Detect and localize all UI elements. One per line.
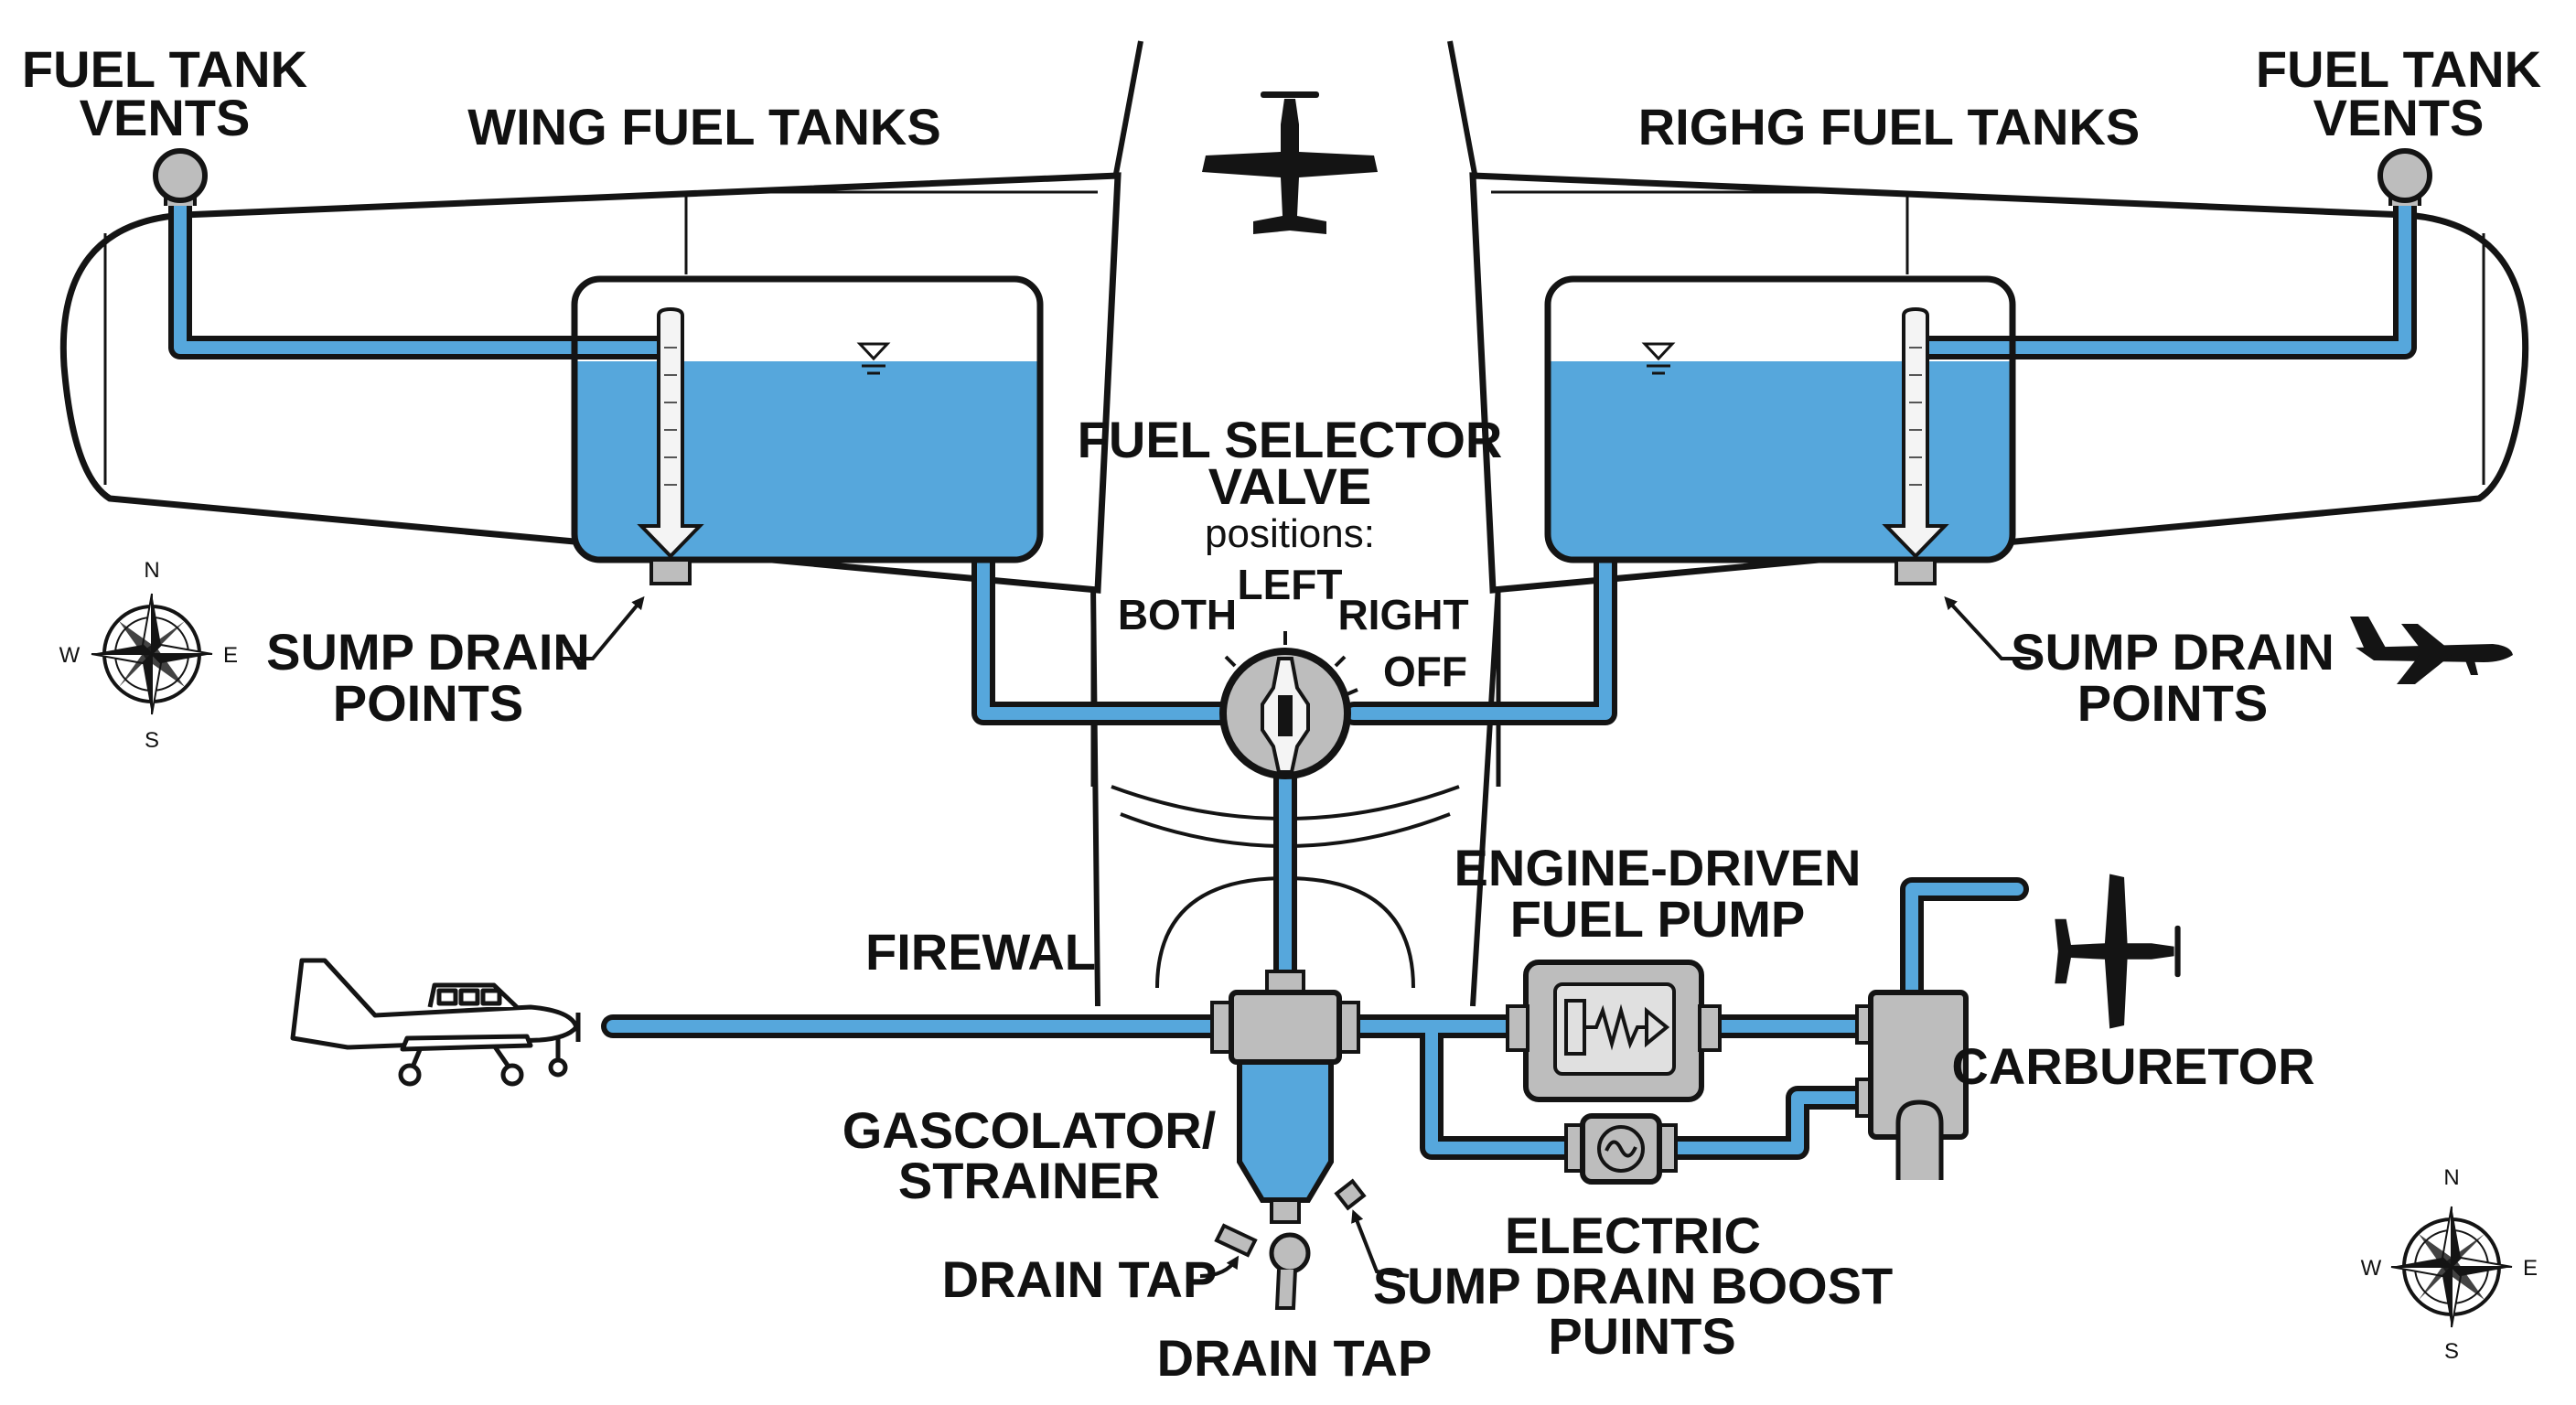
engine-pump-label-1: ENGINE-DRIVEN — [1454, 839, 1862, 896]
airplane-top-icon — [2055, 874, 2181, 1029]
electric-pump-label-2: SUMP DRAIN BOOST — [1373, 1257, 1893, 1314]
fuel-selector-valve[interactable] — [1219, 631, 1358, 779]
selector-ticks — [1224, 631, 1358, 697]
drain-tap-label-2: DRAIN TAP — [1157, 1329, 1433, 1387]
left-tank-vent — [153, 148, 208, 206]
sump-left-label-1: SUMP DRAIN — [266, 623, 590, 681]
engine-driven-fuel-pump — [1506, 960, 1722, 1102]
carburetor — [1855, 990, 1969, 1180]
leader-arrows — [563, 595, 2031, 1278]
compass-n: N — [144, 558, 159, 583]
position-both: BOTH — [1118, 591, 1237, 638]
vents-left-label-2: VENTS — [80, 89, 251, 146]
airplane-side-icon — [2350, 617, 2513, 684]
airplane-top-icon — [1202, 91, 1378, 234]
compass-e: E — [223, 643, 238, 668]
compass-w: W — [59, 643, 80, 668]
sump-drain-fitting[interactable] — [1334, 1178, 1367, 1211]
compass-rose-icon: N E S W — [59, 558, 238, 753]
motor-sine-icon — [1597, 1125, 1645, 1173]
carburetor-label: CARBURETOR — [1951, 1037, 2314, 1095]
left-tanks-label: WING FUEL TANKS — [467, 98, 940, 156]
compass-w: W — [2361, 1256, 2382, 1281]
gascolator-strainer — [1210, 970, 1367, 1310]
electric-boost-pump — [1564, 1113, 1678, 1185]
vents-right-label-1: FUEL TANK — [2256, 40, 2541, 98]
cessna-side-icon — [290, 958, 581, 1087]
left-fuel-tank — [571, 275, 1044, 563]
sump-right-label-1: SUMP DRAIN — [2011, 623, 2334, 681]
firewall-label: FIREWAL — [865, 923, 1096, 981]
selector-label-2: VALVE — [1208, 457, 1371, 515]
drain-tap-label-1: DRAIN TAP — [942, 1250, 1218, 1308]
right-tank-vent — [2377, 148, 2432, 206]
right-tanks-label: RIGHG FUEL TANKS — [1638, 98, 2141, 156]
gascolator-label-2: STRAINER — [898, 1152, 1160, 1209]
position-off: OFF — [1383, 648, 1467, 695]
filter-spring-icon — [1564, 999, 1670, 1056]
electric-pump-label-3: PUINTS — [1548, 1307, 1735, 1365]
drain-tap-valve[interactable] — [1214, 1223, 1311, 1310]
fuel-lines — [168, 189, 2417, 1160]
sump-right-label-2: POINTS — [2077, 674, 2268, 732]
compass-s: S — [145, 728, 159, 753]
vents-left-label-1: FUEL TANK — [22, 40, 307, 98]
selector-label-1: FUEL SELECTOR — [1078, 411, 1503, 468]
gascolator-label-1: GASCOLATOR/ — [843, 1101, 1217, 1159]
left-fuel-gauge — [637, 306, 704, 585]
position-left: LEFT — [1238, 561, 1343, 608]
right-fuel-tank — [1544, 275, 2016, 563]
electric-pump-label-1: ELECTRIC — [1505, 1207, 1761, 1264]
vents-right-label-2: VENTS — [2313, 89, 2485, 146]
right-fuel-gauge — [1882, 306, 1949, 585]
labels: FUEL TANK VENTS FUEL TANK VENTS WING FUE… — [22, 40, 2541, 1387]
position-right: RIGHT — [1337, 591, 1468, 638]
compass-s: S — [2444, 1339, 2459, 1364]
sump-left-label-2: POINTS — [333, 674, 523, 732]
selector-sub-label: positions: — [1205, 511, 1375, 556]
compass-rose-icon: N E S W — [2361, 1165, 2538, 1364]
engine-pump-label-2: FUEL PUMP — [1510, 890, 1806, 948]
compass-n: N — [2443, 1165, 2459, 1190]
compass-e: E — [2523, 1256, 2538, 1281]
